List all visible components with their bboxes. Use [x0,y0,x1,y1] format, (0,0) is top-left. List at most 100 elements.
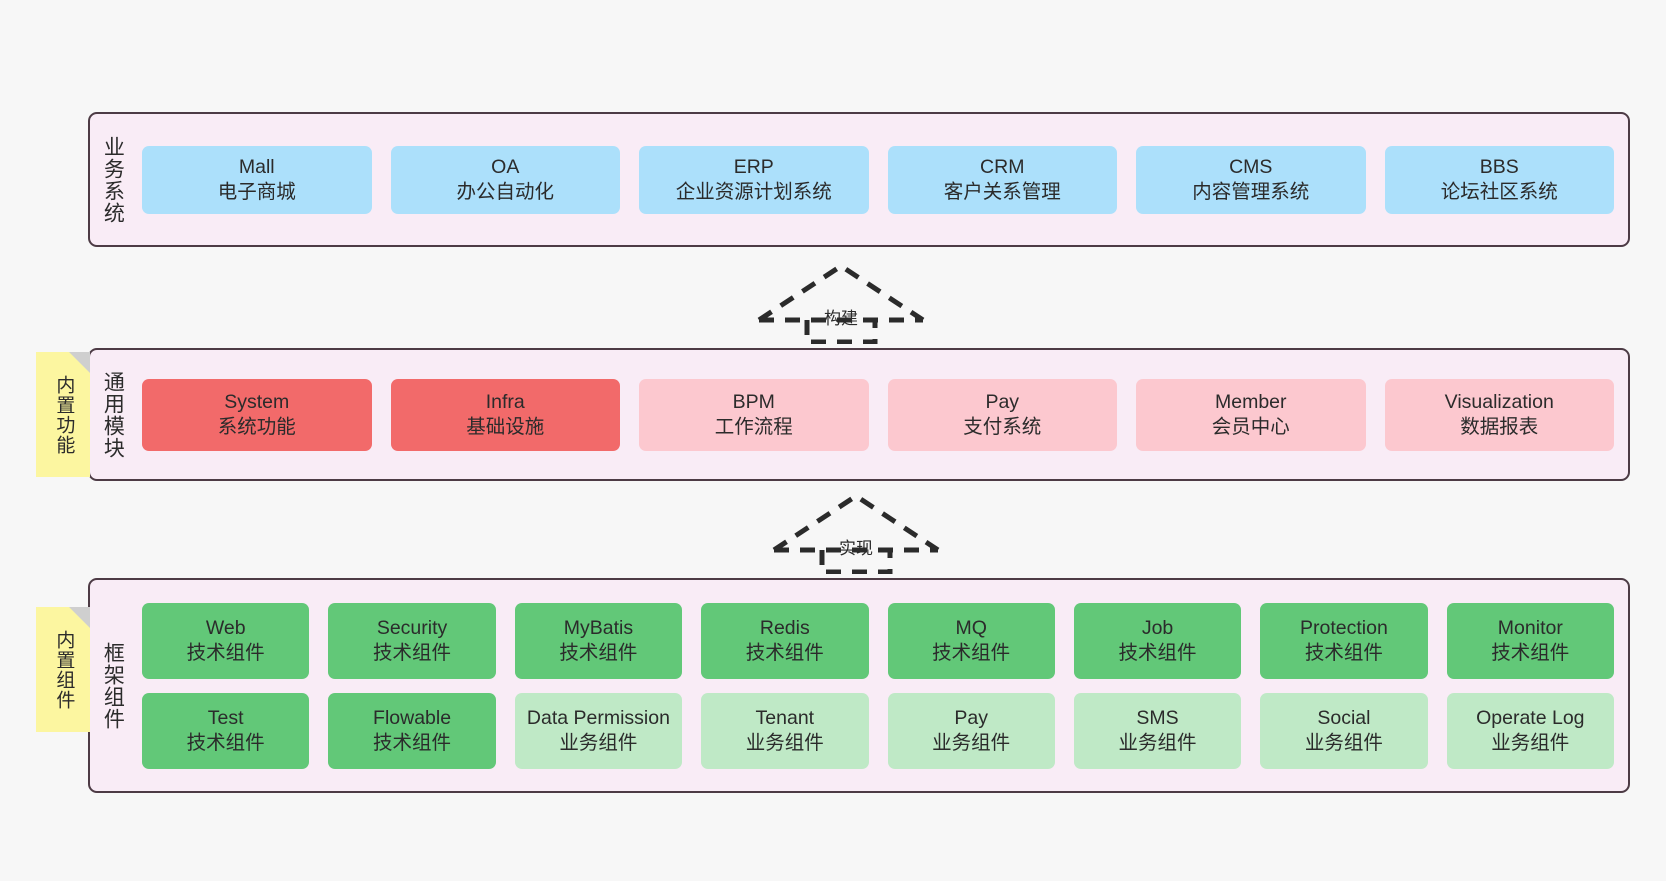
card-subtitle: 支付系统 [963,415,1042,438]
card-redis[interactable]: Redis 技术组件 [701,602,869,679]
arrow-head [772,493,940,553]
card-crm[interactable]: CRM 客户关系管理 [887,145,1117,214]
card-bbs[interactable]: BBS 论坛社区系统 [1384,145,1614,214]
card-title: Member [1214,390,1287,413]
card-web[interactable]: Web 技术组件 [142,602,310,679]
arrow-shaft [804,320,878,344]
card-title: CRM [980,155,1025,178]
layer-common-modules: 通用模块 System 系统功能 Infra 基础设施 BPM 工作流程 Pay… [88,348,1630,481]
card-mall[interactable]: Mall 电子商城 [142,145,372,214]
card-subtitle: 客户关系管理 [943,180,1061,203]
card-subtitle: 基础设施 [466,415,545,438]
card-title: Redis [759,616,810,639]
card-subtitle: 系统功能 [217,415,296,438]
card-title: Operate Log [1476,706,1585,729]
note-builtin-component: 内置组件 [36,607,90,732]
card-subtitle: 业务组件 [1304,731,1383,754]
note-label: 内置功能 [53,374,75,455]
card-mq[interactable]: MQ 技术组件 [887,602,1055,679]
card-system[interactable]: System 系统功能 [142,378,372,451]
card-job[interactable]: Job 技术组件 [1073,602,1242,679]
card-subtitle: 技术组件 [373,641,452,664]
card-title: BBS [1479,155,1519,178]
card-subtitle: 技术组件 [186,731,265,754]
card-title: Social [1317,706,1371,729]
card-title: Visualization [1444,390,1554,413]
card-subtitle: 数据报表 [1460,415,1539,438]
layer-title-framework-components: 框架组件 [101,641,125,730]
card-subtitle: 业务组件 [932,731,1011,754]
card-subtitle: 工作流程 [714,415,793,438]
note-fold-corner-icon [69,607,90,628]
card-monitor[interactable]: Monitor 技术组件 [1446,602,1614,679]
note-label: 内置组件 [53,629,75,710]
card-row: Web 技术组件 Security 技术组件 MyBatis 技术组件 Redi… [142,602,1614,679]
card-title: Pay [954,706,988,729]
arrow-realize: 实现 [770,492,942,574]
card-pay-component[interactable]: Pay 业务组件 [887,692,1055,769]
card-title: Monitor [1497,616,1563,639]
arrow-label-build: 构建 [824,309,858,328]
card-visualization[interactable]: Visualization 数据报表 [1384,378,1614,451]
card-infra[interactable]: Infra 基础设施 [390,378,620,451]
card-cms[interactable]: CMS 内容管理系统 [1136,145,1366,214]
card-oa[interactable]: OA 办公自动化 [390,145,620,214]
card-member[interactable]: Member 会员中心 [1136,378,1366,451]
card-title: Job [1141,616,1174,639]
card-title: OA [491,155,520,178]
card-title: Tenant [755,706,815,729]
layer-body-framework-components: Web 技术组件 Security 技术组件 MyBatis 技术组件 Redi… [134,580,1628,791]
layer-body-common-modules: System 系统功能 Infra 基础设施 BPM 工作流程 Pay 支付系统… [134,350,1628,479]
card-title: SMS [1136,706,1179,729]
layer-framework-components: 框架组件 Web 技术组件 Security 技术组件 MyBatis 技术组件… [88,578,1630,793]
card-subtitle: 业务组件 [1491,731,1570,754]
card-bpm[interactable]: BPM 工作流程 [639,378,869,451]
card-subtitle: 业务组件 [745,731,824,754]
card-subtitle: 会员中心 [1211,415,1290,438]
card-operate-log[interactable]: Operate Log 业务组件 [1446,692,1614,769]
card-title: Security [376,616,448,639]
card-pay-module[interactable]: Pay 支付系统 [887,378,1117,451]
card-mybatis[interactable]: MyBatis 技术组件 [514,602,683,679]
card-title: Mall [238,155,275,178]
card-erp[interactable]: ERP 企业资源计划系统 [639,145,869,214]
card-title: System [224,390,290,413]
card-title: Pay [985,390,1020,413]
card-title: Test [207,706,244,729]
layer-title-common-modules: 通用模块 [101,370,125,459]
card-social[interactable]: Social 业务组件 [1260,692,1428,769]
note-fold-corner-icon [69,352,90,373]
card-row: Mall 电子商城 OA 办公自动化 ERP 企业资源计划系统 CRM 客户关系… [142,145,1614,214]
arrow-build: 构建 [755,262,927,344]
arrow-head [757,263,925,323]
card-subtitle: 业务组件 [1118,731,1197,754]
card-subtitle: 技术组件 [1491,641,1570,664]
card-test[interactable]: Test 技术组件 [142,692,310,769]
card-security[interactable]: Security 技术组件 [328,602,496,679]
card-data-permission[interactable]: Data Permission 业务组件 [514,692,683,769]
card-title: CMS [1229,155,1273,178]
card-protection[interactable]: Protection 技术组件 [1260,602,1428,679]
layer-title-business-systems: 业务系统 [101,135,125,224]
layer-business-systems: 业务系统 Mall 电子商城 OA 办公自动化 ERP 企业资源计划系统 CRM… [88,112,1630,247]
card-title: Infra [485,390,525,413]
card-subtitle: 论坛社区系统 [1440,180,1558,203]
note-builtin-function: 内置功能 [36,352,90,477]
layer-body-business-systems: Mall 电子商城 OA 办公自动化 ERP 企业资源计划系统 CRM 客户关系… [134,114,1628,245]
card-subtitle: 技术组件 [745,641,824,664]
card-subtitle: 内容管理系统 [1192,180,1310,203]
card-title: Flowable [373,706,452,729]
card-row: Test 技术组件 Flowable 技术组件 Data Permission … [142,692,1614,769]
card-title: Protection [1300,616,1388,639]
card-sms[interactable]: SMS 业务组件 [1073,692,1242,769]
card-title: MyBatis [563,616,634,639]
card-title: ERP [733,155,774,178]
card-subtitle: 电子商城 [217,180,296,203]
card-title: BPM [732,390,775,413]
card-flowable[interactable]: Flowable 技术组件 [328,692,496,769]
card-subtitle: 技术组件 [1304,641,1383,664]
card-tenant[interactable]: Tenant 业务组件 [701,692,869,769]
card-title: MQ [955,616,987,639]
card-title: Web [205,616,246,639]
